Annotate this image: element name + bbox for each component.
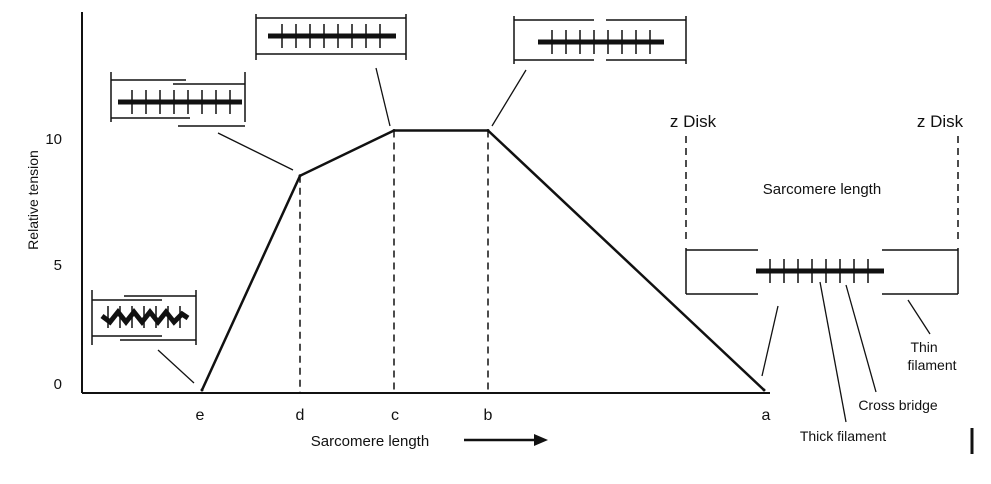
y-tick-label-0: 0 <box>54 376 62 393</box>
x-axis-arrow-icon <box>464 434 548 446</box>
z-disk-left-label: z Disk <box>670 112 717 131</box>
tension-series-line <box>200 129 765 391</box>
sarcomere-inset-b <box>491 16 687 127</box>
x-axis-label: Sarcomere length <box>311 433 429 450</box>
z-disk-right-label: z Disk <box>917 112 964 131</box>
x-tick-label-b: b <box>484 407 493 424</box>
sarcomere-inset-d <box>110 72 294 171</box>
x-tick-label-d: d <box>296 407 305 424</box>
x-tick-label-c: c <box>391 407 399 424</box>
sarcomere-inset-e <box>91 290 197 384</box>
series-points <box>200 128 766 392</box>
thick-filament-label: Thick filament <box>800 428 886 444</box>
x-tick-label-a: a <box>762 407 771 424</box>
data-point-d <box>298 174 302 178</box>
dashed-guides <box>299 130 489 393</box>
data-point-e <box>200 388 204 392</box>
x-tick-label-e: e <box>196 407 205 424</box>
sarcomere-inset-c <box>255 14 407 127</box>
sarcomere-labeled-diagram: z Disk z Disk Sarcomere length Thin fila… <box>670 112 964 444</box>
cross-bridge-label: Cross bridge <box>858 397 938 413</box>
data-point-b <box>486 128 490 132</box>
data-point-a <box>762 388 766 392</box>
y-axis-label: Relative tension <box>25 150 41 250</box>
data-point-c <box>392 128 396 132</box>
thin-filament-label: Thin filament <box>907 339 956 373</box>
y-tick-label-10: 10 <box>45 131 62 148</box>
y-tick-label-5: 5 <box>54 257 62 274</box>
sarcomere-length-label: Sarcomere length <box>763 181 881 198</box>
